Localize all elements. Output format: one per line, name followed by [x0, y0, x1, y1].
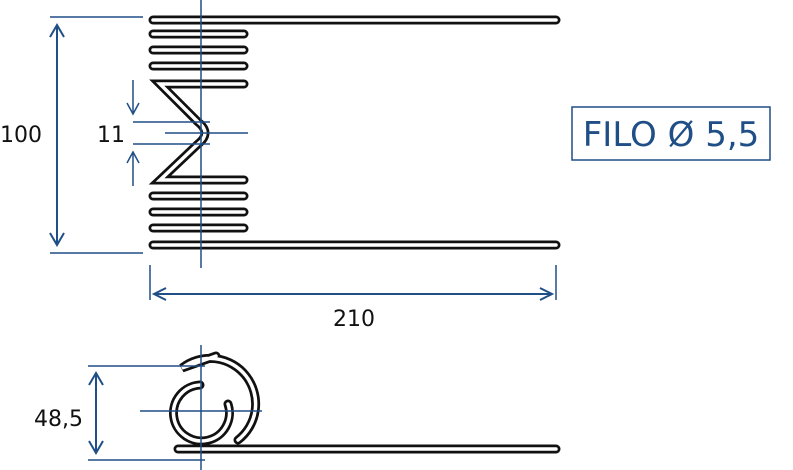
coil-diameter-dimension	[88, 365, 205, 461]
spring-side-view	[168, 351, 561, 454]
wire-spec-label: FILO Ø 5,5	[583, 115, 760, 155]
center-gap-dimension-label: 11	[97, 123, 125, 148]
height-dimension	[49, 16, 143, 254]
height-dimension-label: 100	[0, 123, 42, 148]
wire-spec-box	[571, 106, 771, 161]
length-dimension-label: 210	[333, 307, 375, 332]
coil-diameter-dimension-label: 48,5	[34, 407, 83, 432]
center-gap-dimension	[126, 80, 248, 186]
coil-loop	[179, 351, 261, 445]
length-dimension	[149, 265, 557, 301]
